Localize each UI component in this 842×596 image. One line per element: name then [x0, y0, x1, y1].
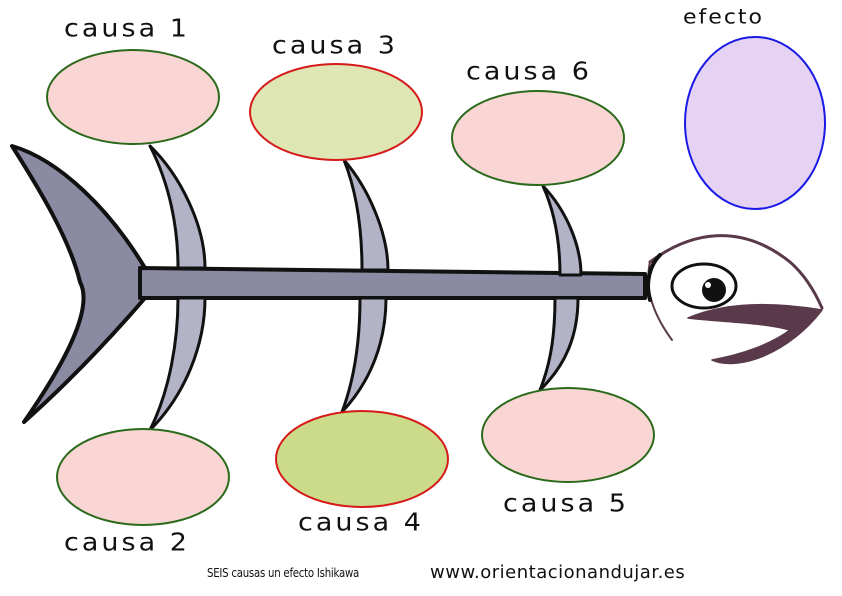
head-cheek-line — [647, 261, 673, 341]
head-top-outline — [648, 234, 824, 310]
fish-head — [646, 234, 824, 365]
fish-tail — [10, 144, 147, 424]
fish-pupil — [702, 278, 726, 302]
cause-4-label: causa 4 — [298, 508, 424, 537]
footer-website: www.orientacionandujar.es — [430, 562, 686, 583]
cause-2-box — [56, 428, 230, 526]
cause-2-label: causa 2 — [64, 528, 190, 557]
cause-3-label: causa 3 — [272, 31, 398, 60]
cause-5-label: causa 5 — [503, 489, 629, 518]
bone-lower-2 — [340, 296, 388, 414]
cause-6-box — [451, 90, 625, 186]
bone-upper-1 — [148, 144, 207, 270]
bone-upper-2 — [342, 158, 390, 272]
cause-6-label: causa 6 — [466, 57, 592, 86]
bone-lower-3 — [538, 296, 580, 392]
effect-label: efecto — [683, 6, 764, 29]
fish-mouth — [687, 303, 823, 365]
fish-gill — [646, 253, 662, 302]
fish-pupil-highlight — [705, 282, 711, 288]
cause-3-box — [249, 63, 423, 161]
effect-box — [684, 36, 826, 210]
cause-1-label: causa 1 — [64, 14, 190, 43]
cause-4-box — [275, 410, 449, 508]
bone-lower-1 — [148, 296, 207, 432]
fish-spine — [138, 266, 647, 300]
cause-5-box — [481, 387, 655, 483]
bone-upper-3 — [541, 184, 583, 277]
cause-1-box — [46, 49, 220, 145]
footer-caption: SEIS causas un efecto Ishikawa — [207, 566, 360, 580]
